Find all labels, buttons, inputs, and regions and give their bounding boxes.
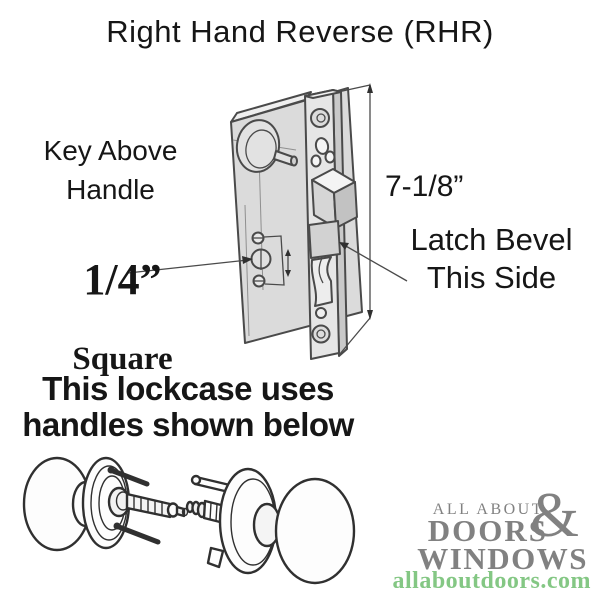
all-about-doors-logo: ALL ABOUT & DOORS WINDOWS allaboutdoors.… <box>392 484 594 598</box>
deadbolt <box>311 168 358 229</box>
key-above-line2: Handle <box>66 174 155 205</box>
logo-windows: WINDOWS <box>417 541 588 576</box>
diagram-title: Right Hand Reverse (RHR) <box>106 14 494 49</box>
spindle-size-value: 1/4” <box>83 255 162 304</box>
faceplate-hole-small-right <box>324 150 336 164</box>
leader-arrow-square-hub <box>127 256 253 274</box>
logo-doors: DOORS <box>427 513 548 548</box>
faceplate-hole-oval <box>314 137 330 155</box>
knob-assembly-left-drawing <box>22 456 189 552</box>
case-crease-line <box>244 204 250 337</box>
dimension-line <box>337 83 373 356</box>
faceplate-hole-small-left <box>310 154 322 168</box>
hub-bracket <box>263 235 285 286</box>
note-line2: handles shown below <box>22 406 354 443</box>
latch-bevel-line2: This Side <box>426 260 557 295</box>
case-height-label: 7-1/8” <box>385 170 464 203</box>
faceplate-screw-bottom <box>311 324 331 344</box>
left-mounting-post-top <box>110 468 150 487</box>
key-cylinder <box>235 119 298 173</box>
logo-ampersand: & <box>529 480 579 550</box>
latch-bolt <box>310 256 333 307</box>
logo-website: allaboutdoors.com <box>392 568 591 594</box>
right-knob <box>274 477 356 585</box>
leader-arrow-latch <box>339 242 408 282</box>
logo-all-about: ALL ABOUT <box>432 501 544 518</box>
latch-block <box>308 220 341 259</box>
knob-assembly-right-drawing <box>185 467 356 585</box>
spindle-size-unit: Square <box>72 341 173 377</box>
note-line1: This lockcase uses <box>42 370 334 407</box>
latch-bevel-line1: Latch Bevel <box>410 222 573 257</box>
lockcase-drawing <box>230 87 363 360</box>
spindle-size-label: 1/4” Square <box>40 221 205 413</box>
faceplate-screw-top <box>310 108 330 128</box>
faceplate-hole-lower <box>315 307 327 319</box>
left-mounting-post-bottom <box>116 524 161 545</box>
threaded-spindle <box>125 492 189 519</box>
hub-size-marker <box>285 249 291 277</box>
key-above-line1: Key Above <box>43 135 178 166</box>
right-mounting-post-bottom <box>206 546 225 569</box>
spindle-hub-group <box>250 231 291 288</box>
